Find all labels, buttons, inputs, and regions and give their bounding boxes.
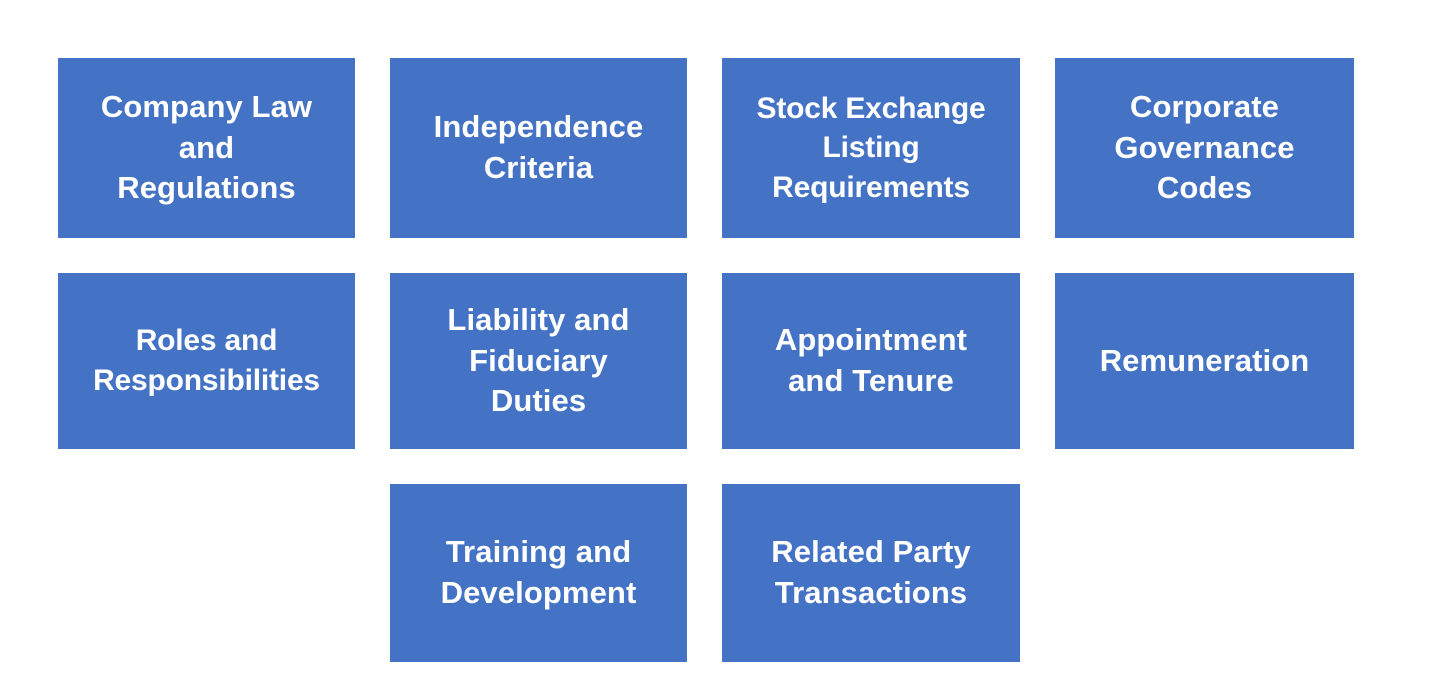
node-training-and-development[interactable]: Training and Development xyxy=(390,484,687,662)
node-company-law-and-regulations[interactable]: Company Law and Regulations xyxy=(58,58,355,238)
node-placeholder-row3-col4 xyxy=(1055,484,1354,662)
node-stock-exchange-listing-requirements[interactable]: Stock Exchange Listing Requirements xyxy=(722,58,1020,238)
node-roles-and-responsibilities[interactable]: Roles and Responsibilities xyxy=(58,273,355,449)
node-related-party-transactions[interactable]: Related Party Transactions xyxy=(722,484,1020,662)
node-grid: Company Law and Regulations Independence… xyxy=(58,58,1354,662)
node-placeholder-row3-col1 xyxy=(58,484,355,662)
node-liability-and-fiduciary-duties[interactable]: Liability and Fiduciary Duties xyxy=(390,273,687,449)
node-remuneration[interactable]: Remuneration xyxy=(1055,273,1354,449)
node-independence-criteria[interactable]: Independence Criteria xyxy=(390,58,687,238)
node-appointment-and-tenure[interactable]: Appointment and Tenure xyxy=(722,273,1020,449)
node-corporate-governance-codes[interactable]: Corporate Governance Codes xyxy=(1055,58,1354,238)
